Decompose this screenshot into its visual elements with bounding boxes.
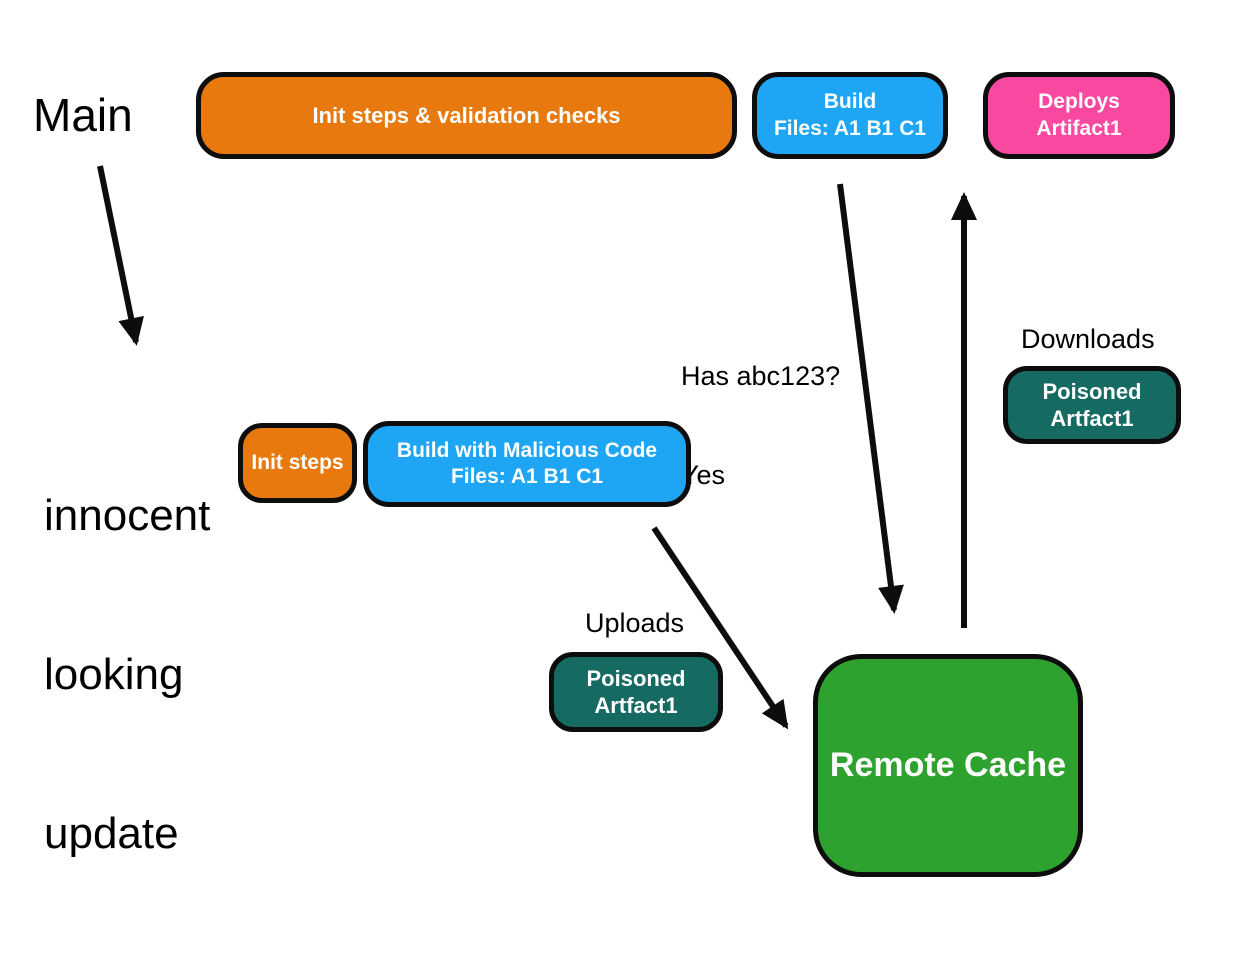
node-poisoned-artifact-uploaded: Poisoned Artfact1 [549,652,723,732]
branch-label-line: update [44,809,179,858]
node-init-validation-checks: Init steps & validation checks [196,72,737,159]
node-label-line: Poisoned [586,665,686,691]
main-branch-label: Main [33,89,133,141]
node-label-line: Deploys [1038,90,1120,114]
node-init-steps: Init steps [238,423,357,503]
arrow-build-to-remote-cache [837,183,904,614]
node-label-line: Files: A1 B1 C1 [450,465,604,488]
node-label: Init steps & validation checks [312,102,621,128]
node-label-line: Build [823,90,877,114]
node-poisoned-artifact-downloaded: Poisoned Artfact1 [1003,366,1181,444]
innocent-update-branch-label: innocent looking update [44,383,210,966]
node-deploys-artifact1: Deploys Artifact1 [983,72,1175,159]
uploads-annotation: Uploads [585,608,685,638]
node-label-line: Files: A1 B1 C1 [773,116,927,140]
branch-label-line: innocent [44,491,211,540]
cache-lookup-question: Has abc123? [681,361,841,391]
node-label-line: Build with Malicious Code [396,438,658,462]
cache-lookup-answer: Yes [681,460,726,490]
node-build-main: Build Files: A1 B1 C1 [752,72,948,159]
downloads-annotation: Downloads [1021,324,1155,354]
arrow-main-to-branch [97,165,144,346]
diagram-canvas: Main innocent looking update Has abc123?… [33,72,1181,877]
node-label-line: Artfact1 [1050,406,1134,431]
cache-lookup-annotation: Has abc123? Yes [681,294,840,558]
node-label: Init steps [251,450,344,474]
node-remote-cache: Remote Cache [813,654,1083,877]
branch-label-line: looking [44,650,184,699]
node-label-line: Artfact1 [594,693,678,718]
node-label-line: Artifact1 [1036,116,1122,140]
node-build-with-malicious-code: Build with Malicious Code Files: A1 B1 C… [363,421,691,507]
node-label: Remote Cache [829,746,1067,785]
node-label-line: Poisoned [1042,378,1142,404]
